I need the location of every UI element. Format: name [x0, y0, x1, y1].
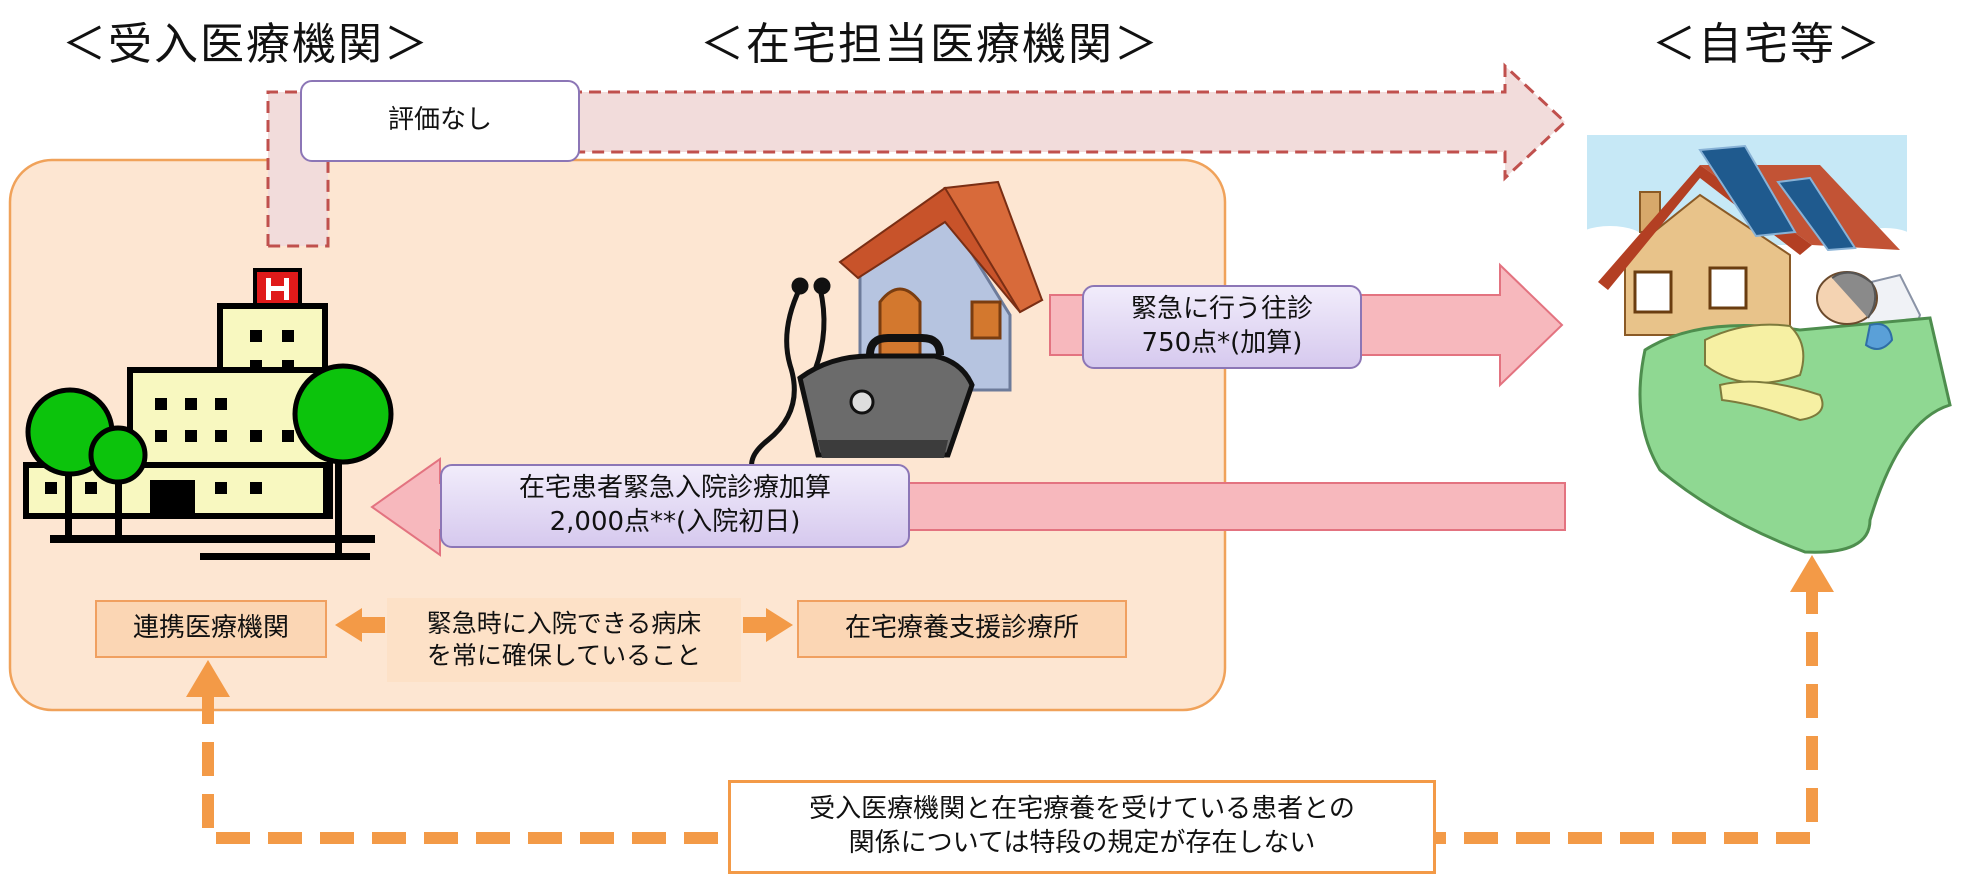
emergency-admission-line2: 2,000点**(入院初日) — [549, 507, 801, 537]
arrow-to-clinic — [743, 608, 793, 642]
header-home: ＜自宅等＞ — [1652, 19, 1882, 70]
support-clinic-box: 在宅療養支援診療所 — [797, 600, 1127, 658]
home-icon — [1575, 135, 1915, 336]
bed-requirement-line1: 緊急時に入院できる病床 — [426, 608, 702, 638]
stethoscope-icon — [749, 277, 831, 482]
hospital-icon — [23, 268, 394, 560]
header-receiving-institution: ＜受入医療機関＞ — [62, 19, 430, 70]
relationship-note-line1: 受入医療機関と在宅療養を受けている患者との — [809, 794, 1355, 825]
emergency-visit-line1: 緊急に行う往診 — [1130, 294, 1313, 325]
emergency-admission-label: 在宅患者緊急入院診療加算 2,000点**(入院初日) — [440, 464, 910, 548]
no-evaluation-label: 評価なし — [300, 80, 580, 162]
doctor-bag-icon — [797, 334, 975, 458]
patient-in-bed-icon — [1638, 271, 1952, 554]
relationship-note-box: 受入医療機関と在宅療養を受けている患者との 関係については特段の規定が存在しない — [728, 780, 1436, 874]
bed-requirement-box: 緊急時に入院できる病床 を常に確保していること — [387, 598, 741, 682]
no-evaluation-arrow — [266, 62, 1568, 248]
bed-requirement-line2: を常に確保していること — [426, 641, 702, 670]
emergency-visit-line2: 750点*(加算) — [1141, 328, 1303, 358]
relationship-note-line2: 関係については特段の規定が存在しない — [848, 828, 1316, 858]
emergency-visit-label: 緊急に行う往診 750点*(加算) — [1082, 285, 1362, 369]
emergency-admission-line1: 在宅患者緊急入院診療加算 — [518, 473, 831, 504]
house-clinic-icon — [838, 180, 1044, 392]
header-home-care-institution: ＜在宅担当医療機関＞ — [700, 19, 1160, 70]
arrow-to-partner — [335, 608, 385, 642]
partner-institution-box: 連携医療機関 — [95, 600, 327, 658]
